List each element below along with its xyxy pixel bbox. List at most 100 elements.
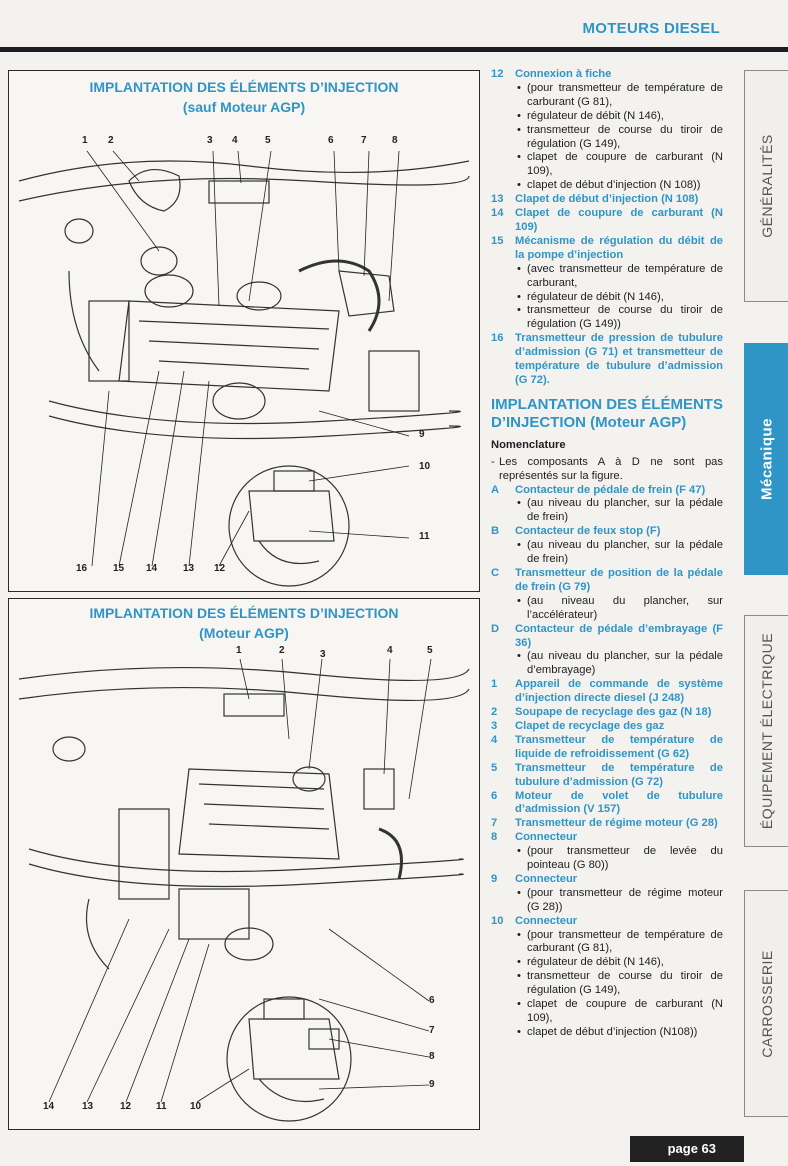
figure1-callout-bottom-1: 15 — [113, 563, 125, 574]
tab-equipement-electrique-label: ÉQUIPEMENT ÉLECTRIQUE — [759, 632, 775, 830]
component-item-detail: clapet de début d’injection (N 108)) — [517, 179, 723, 193]
page-number-label: page 63 — [667, 1141, 716, 1156]
figure1-callout-right-0: 9 — [419, 429, 425, 440]
figure1-callout-top-2: 3 — [207, 135, 213, 146]
agp-component-item-heading: Appareil de commande de système d’inject… — [515, 678, 723, 705]
engine-drawing-2 — [18, 658, 470, 1122]
tab-generalites[interactable]: GÉNÉRALITÉS — [744, 70, 788, 302]
figure2-callout-bottom-4: 10 — [190, 1101, 202, 1112]
agp-component-item-number: 1 — [491, 678, 498, 691]
agp-component-item-number: 5 — [491, 761, 498, 774]
component-item-detail: clapet de coupure de carburant (N 109), — [517, 151, 723, 179]
figure2-callout-right-3: 9 — [429, 1079, 435, 1090]
agp-component-item-heading: Transmetteur de position de la pédale de… — [515, 567, 723, 593]
agp-component-item-heading: Contacteur de pédale d’embrayage (F 36) — [515, 622, 723, 649]
header-rule — [0, 47, 788, 52]
figure2-title: IMPLANTATION DES ÉLÉMENTS D’INJECTION (M… — [9, 603, 479, 643]
component-item-detail: régulateur de débit (N 146), — [517, 291, 723, 305]
agp-component-item-number: 10 — [491, 914, 504, 927]
agp-component-item: 5 Transmetteur de température de tubulure… — [491, 762, 723, 790]
figure2-callout-right-2: 8 — [429, 1051, 435, 1062]
figure2-callout-right-0: 6 — [429, 995, 435, 1006]
figure1-callout-right-1: 10 — [419, 461, 431, 472]
page-header-title: MOTEURS DIESEL — [582, 20, 720, 37]
agp-component-item-detail: (pour transmetteur de levée du pointeau … — [517, 845, 723, 873]
tab-carrosserie[interactable]: CARROSSERIE — [744, 890, 788, 1117]
figure1-callout-bottom-3: 13 — [183, 563, 195, 574]
agp-component-item-number: 2 — [491, 706, 498, 719]
component-item-number: 14 — [491, 207, 504, 220]
nomenclature-label: Nomenclature — [491, 438, 566, 451]
nomenclature-note: Les composants A à D ne sont pas représe… — [491, 456, 723, 484]
figure2-callout-right-1: 7 — [429, 1025, 435, 1036]
figure2-callout-bottom-2: 12 — [120, 1101, 132, 1112]
component-item-heading: Clapet de coupure de carburant (N 109) — [515, 207, 723, 233]
figure1-callout-bottom-2: 14 — [146, 563, 158, 574]
agp-component-item-detail: (pour transmetteur de régime moteur (G 2… — [517, 887, 723, 915]
component-item-heading: Connexion à fiche — [515, 68, 612, 80]
agp-component-item-number: 6 — [491, 789, 498, 802]
tab-mecanique-label: Mécanique — [758, 417, 776, 501]
tab-mecanique[interactable]: Mécanique — [744, 343, 788, 575]
figure2-callout-top-0: 1 — [236, 645, 242, 656]
figure1-callout-right-2: 11 — [419, 531, 430, 542]
agp-component-item: 1 Appareil de commande de système d’injec… — [491, 678, 723, 706]
agp-component-item-heading: Moteur de volet de tubulure d’admission … — [515, 789, 723, 816]
figure2-callout-top-3: 4 — [387, 645, 393, 656]
component-item-heading: Clapet de début d’injection (N 108) — [515, 193, 699, 206]
figure1-callout-top-4: 5 — [265, 135, 271, 146]
agp-component-item-heading: Transmetteur de régime moteur (G 28) — [515, 817, 718, 830]
agp-component-item-detail: clapet de début d’injection (N108)) — [517, 1026, 723, 1040]
figure2-callout-bottom-3: 11 — [156, 1101, 167, 1112]
agp-component-item-detail: clapet de coupure de carburant (N 109), — [517, 998, 723, 1026]
figure2-callout-bottom-0: 14 — [43, 1101, 55, 1112]
agp-component-item-heading: Connecteur — [515, 872, 578, 885]
component-item: 13 Clapet de début d’injection (N 108) — [491, 193, 723, 207]
agp-component-item-number: 3 — [491, 719, 498, 732]
figure1-callout-bottom-4: 12 — [214, 563, 226, 574]
agp-component-item-detail: (au niveau du plancher, sur l’accélérate… — [517, 595, 723, 623]
figure1-callout-top-7: 8 — [392, 135, 398, 146]
figure1-callout-top-0: 1 — [82, 135, 88, 146]
section-heading-agp: IMPLANTATION DES ÉLÉMENTS D’INJECTION (M… — [491, 395, 723, 431]
agp-component-item-number: B — [491, 525, 500, 538]
component-item-detail: transmetteur de course du tiroir de régu… — [517, 304, 723, 332]
figure-injection-agp: IMPLANTATION DES ÉLÉMENTS D’INJECTION (M… — [8, 598, 480, 1130]
component-item: 14 Clapet de coupure de carburant (N 109) — [491, 207, 723, 235]
tab-carrosserie-label: CARROSSERIE — [759, 949, 775, 1058]
agp-component-item-heading: Transmetteur de température de liquide d… — [515, 733, 723, 760]
figure1-callout-top-6: 7 — [361, 135, 367, 146]
figure2-title-line2: (Moteur AGP) — [199, 625, 289, 641]
agp-component-item-detail: (pour transmetteur de température de car… — [517, 929, 723, 957]
agp-component-item-number: 7 — [491, 817, 498, 830]
component-item-number: 13 — [491, 193, 504, 206]
agp-component-item-detail: (au niveau du plancher, sur la pédale de… — [517, 497, 723, 525]
figure2-callout-top-4: 5 — [427, 645, 433, 656]
agp-component-item-number: 8 — [491, 831, 498, 844]
figure1-title-line2: (sauf Moteur AGP) — [182, 99, 306, 115]
tab-equipement-electrique[interactable]: ÉQUIPEMENT ÉLECTRIQUE — [744, 615, 788, 847]
figure1-title: IMPLANTATION DES ÉLÉMENTS D’INJECTION (s… — [9, 77, 479, 117]
tab-generalites-label: GÉNÉRALITÉS — [759, 134, 775, 238]
agp-component-item-heading: Transmetteur de température de tubulure … — [515, 761, 723, 788]
agp-component-item-detail: transmetteur de course du tiroir de régu… — [517, 970, 723, 998]
agp-component-item: 7 Transmetteur de régime moteur (G 28) — [491, 817, 723, 831]
agp-component-item: 6 Moteur de volet de tubulure d’admission… — [491, 790, 723, 818]
figure1-title-line1: IMPLANTATION DES ÉLÉMENTS D’INJECTION — [89, 79, 399, 95]
agp-component-item-heading: Connecteur — [515, 914, 578, 927]
component-item-heading: Mécanisme de régulation du débit de la p… — [515, 234, 723, 261]
component-item-heading: Transmetteur de pression de tubulure d’a… — [515, 332, 723, 386]
agp-component-item-detail: (au niveau du plancher, sur la pédale d’… — [517, 650, 723, 678]
agp-component-item-heading: Contacteur de feux stop (F) — [515, 525, 661, 538]
engine-drawing-1 — [18, 150, 470, 587]
figure2-callout-top-2: 3 — [320, 649, 326, 660]
